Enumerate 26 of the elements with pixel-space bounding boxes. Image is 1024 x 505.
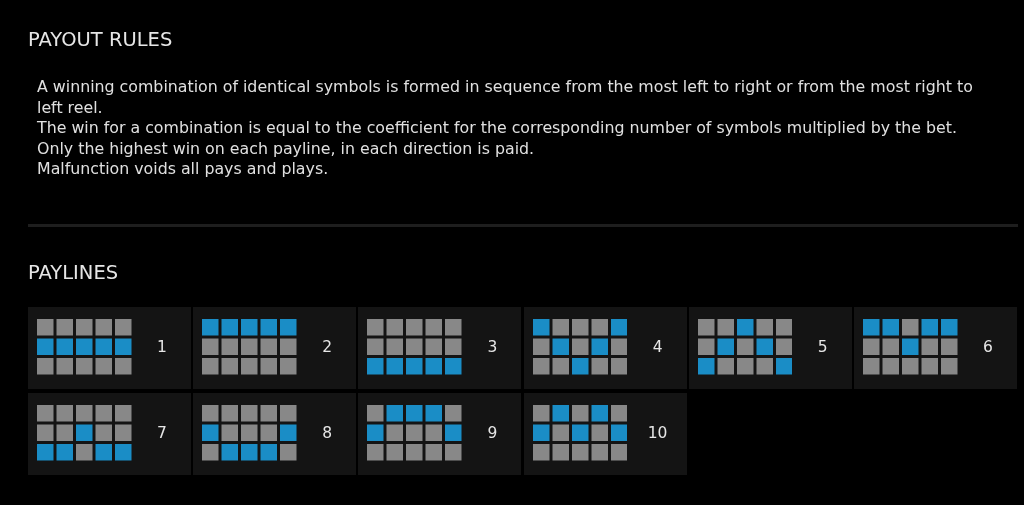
payline-number: 2 [322,337,333,357]
payline-number: 8 [322,423,333,443]
payline-number: 10 [647,423,668,443]
payline-number: 1 [157,337,167,357]
payline-card [523,393,687,475]
rule-text: Malfunction voids all pays and plays. [37,159,329,180]
payline-number: 3 [487,337,498,357]
payline-number: 6 [983,337,993,357]
rule-text: A winning combination of identical symbols is formed in sequence from the most left to right or from the most right to left reel. [37,77,974,118]
rule-text: The win for a combination is equal to the coefficient for the corresponding number of symbols multiplied by the bet. [37,118,957,139]
section-heading: PAYOUT RULES [28,28,173,52]
payline-number: 5 [817,337,828,357]
rule-text: Only the highest win on each payline, in each direction is paid. [37,138,535,159]
payline-card [358,307,522,389]
payline-card [28,307,191,389]
payline-card [854,307,1017,389]
payline-card [523,307,687,389]
payline-card [358,393,522,475]
payline-card [28,393,191,475]
payline-card [688,307,852,389]
payline-card [193,307,357,389]
payline-number: 9 [487,423,498,443]
payline-number: 4 [652,337,663,357]
section-heading: PAYLINES [28,261,119,285]
payline-number: 7 [157,423,167,443]
payline-card [193,393,357,475]
